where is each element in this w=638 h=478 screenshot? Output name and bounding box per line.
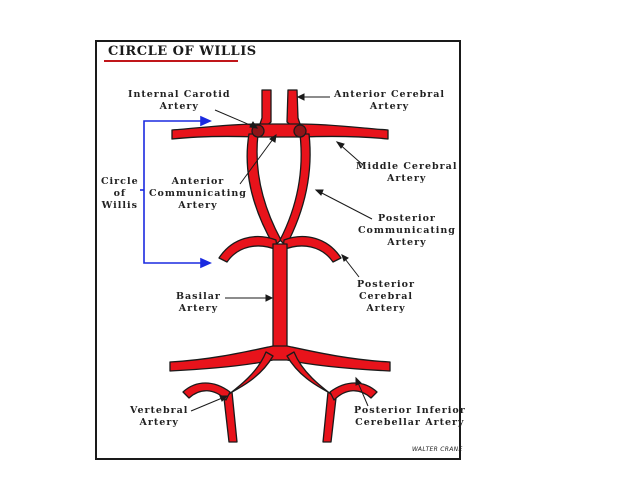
arrow-head-top	[200, 115, 212, 127]
label-middle-cerebral-artery: Middle Cerebral Artery	[356, 161, 458, 184]
label-anterior-cerebral-artery: Anterior Cerebral Artery	[334, 89, 446, 112]
middle-cerebral-artery	[171, 123, 389, 140]
posterior-cerebral-artery-right	[282, 236, 342, 263]
anterior-cerebral-artery-left	[259, 89, 272, 129]
label-posterior-inferior-cerebellar-artery: Posterior Inferior Cerebellar Artery	[354, 405, 466, 428]
label-posterior-communicating-artery: Posterior Communicating Artery	[358, 213, 456, 248]
circle-of-willis-bracket	[143, 120, 205, 264]
vertebral-artery-right	[286, 351, 337, 443]
arrow-head-bottom	[200, 257, 212, 269]
posterior-cerebral-artery-left	[218, 236, 278, 263]
leader-posterior-communicating	[315, 189, 373, 220]
anterior-cerebral-artery-right	[286, 89, 301, 129]
leader-anterior-communicating	[239, 134, 277, 185]
title-underline	[104, 60, 238, 62]
label-vertebral-artery: Vertebral Artery	[130, 405, 189, 428]
lower-branch	[169, 345, 391, 372]
label-circle-of-willis: Circle of Willis	[101, 176, 139, 211]
basilar-artery	[272, 243, 288, 351]
label-anterior-communicating-artery: Anterior Communicating Artery	[149, 176, 247, 211]
artist-signature: WALTER CRANE	[412, 446, 463, 453]
label-posterior-cerebral-artery: Posterior Cerebral Artery	[357, 279, 415, 314]
posterior-inferior-cerebellar-artery-left	[182, 382, 231, 401]
vertebral-artery-left	[223, 351, 274, 443]
posterior-inferior-cerebellar-artery-right	[329, 382, 378, 401]
carotid-junction-right	[293, 124, 307, 138]
posterior-communicating-artery-right	[279, 133, 311, 247]
leader-internal-carotid	[214, 109, 258, 129]
diagram-title: CIRCLE OF WILLIS	[108, 44, 257, 59]
label-basilar-artery: Basilar Artery	[176, 291, 221, 314]
label-internal-carotid-artery: Internal Carotid Artery	[128, 89, 231, 112]
